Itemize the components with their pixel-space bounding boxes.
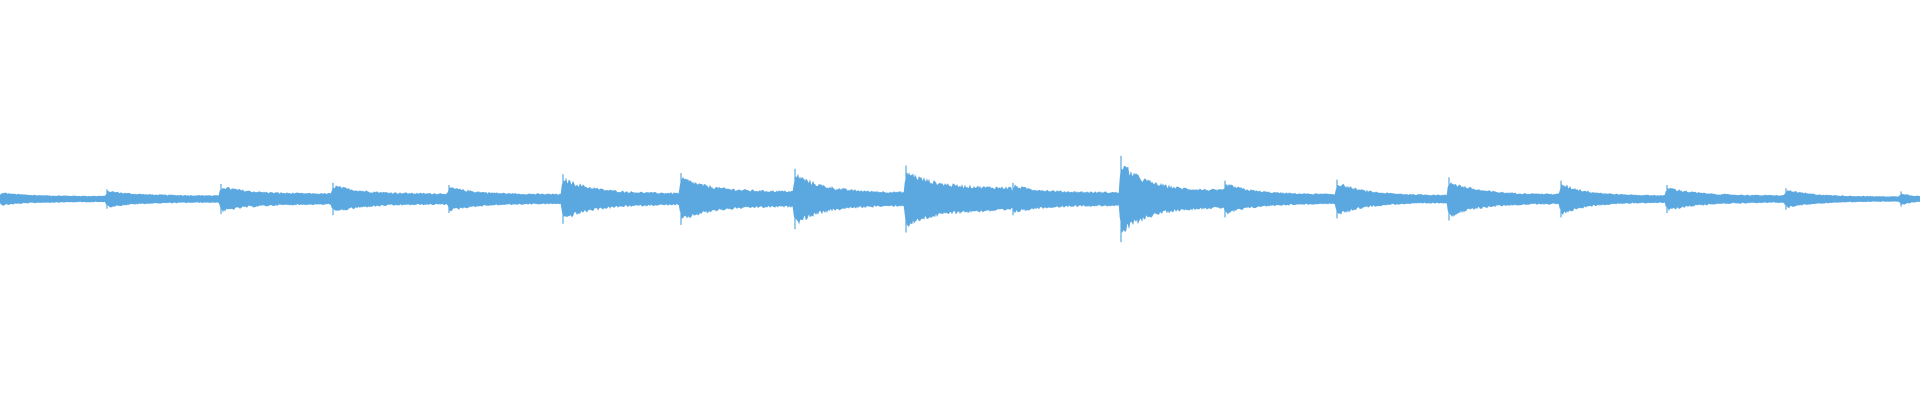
waveform-bars bbox=[0, 155, 1920, 243]
waveform-envelope bbox=[0, 165, 1920, 234]
